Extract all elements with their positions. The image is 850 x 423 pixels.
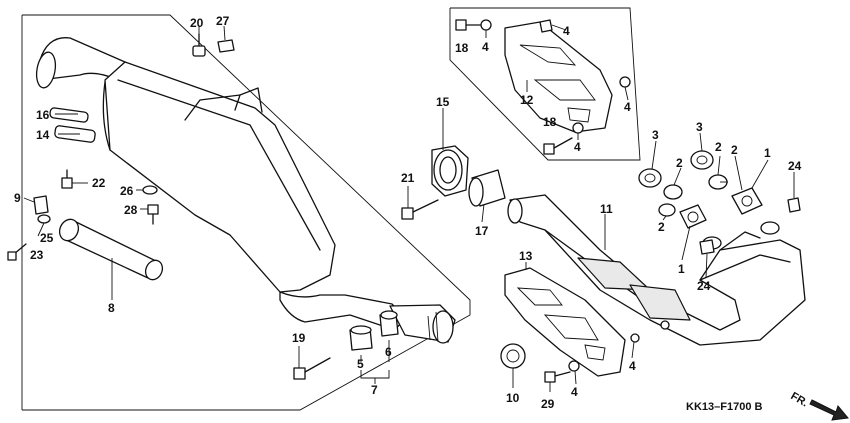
callout-16: 16 — [36, 108, 50, 122]
callout-17: 17 — [475, 224, 489, 238]
tail-pipe-part-8 — [58, 218, 164, 281]
callout-4: 4 — [571, 385, 578, 399]
callout-1: 1 — [678, 262, 685, 276]
callout-4: 4 — [563, 24, 570, 38]
callout-25: 25 — [40, 231, 54, 245]
callout-2: 2 — [731, 143, 738, 157]
callout-24: 24 — [697, 279, 711, 293]
port-gaskets — [638, 150, 801, 255]
callout-5: 5 — [357, 357, 364, 371]
callouts: 1 1 2 2 2 2 3 3 4 4 4 4 4 4 5 6 7 8 9 10… — [14, 14, 802, 411]
callout-4: 4 — [482, 40, 489, 54]
callout-28: 28 — [124, 203, 138, 217]
heat-shield-group-frame — [449, 7, 641, 161]
callout-21: 21 — [401, 171, 415, 185]
muffler-group-frame — [21, 14, 471, 411]
callout-29: 29 — [541, 397, 555, 411]
callout-14: 14 — [36, 128, 50, 142]
callout-8: 8 — [108, 301, 115, 315]
callout-22: 22 — [92, 176, 106, 190]
callout-18: 18 — [455, 41, 469, 55]
callout-2: 2 — [715, 140, 722, 154]
callout-11: 11 — [600, 202, 613, 216]
exhaust-pipe-part-11 — [507, 194, 806, 346]
callout-15: 15 — [436, 95, 450, 109]
front-direction-indicator: FR. — [789, 390, 849, 421]
callout-19: 19 — [292, 331, 306, 345]
callout-4: 4 — [624, 100, 631, 114]
front-label: FR. — [789, 390, 810, 409]
heat-shield-part-12 — [455, 19, 631, 155]
callout-6: 6 — [385, 345, 392, 359]
callout-20: 20 — [190, 16, 204, 30]
callout-13: 13 — [519, 249, 533, 263]
leader-lines — [23, 24, 795, 392]
drawing-code: KK13–F1700 B — [686, 401, 762, 413]
callout-26: 26 — [120, 184, 134, 198]
callout-1: 1 — [764, 146, 771, 160]
callout-10: 10 — [506, 391, 520, 405]
front-arrow-icon — [809, 399, 849, 421]
muffler-body — [35, 37, 456, 344]
callout-3: 3 — [696, 120, 703, 134]
heat-shield-part-13 — [500, 267, 640, 383]
callout-12: 12 — [520, 93, 534, 107]
callout-7: 7 — [371, 383, 378, 397]
callout-4: 4 — [574, 140, 581, 154]
callout-27: 27 — [216, 14, 230, 28]
callout-9: 9 — [14, 191, 21, 205]
callout-3: 3 — [652, 128, 659, 142]
joint-clamp-group — [401, 145, 506, 220]
callout-2: 2 — [676, 156, 683, 170]
callout-23: 23 — [30, 248, 44, 262]
callout-18: 18 — [543, 115, 557, 129]
callout-4: 4 — [629, 359, 636, 373]
callout-2: 2 — [658, 220, 665, 234]
callout-24: 24 — [788, 159, 802, 173]
